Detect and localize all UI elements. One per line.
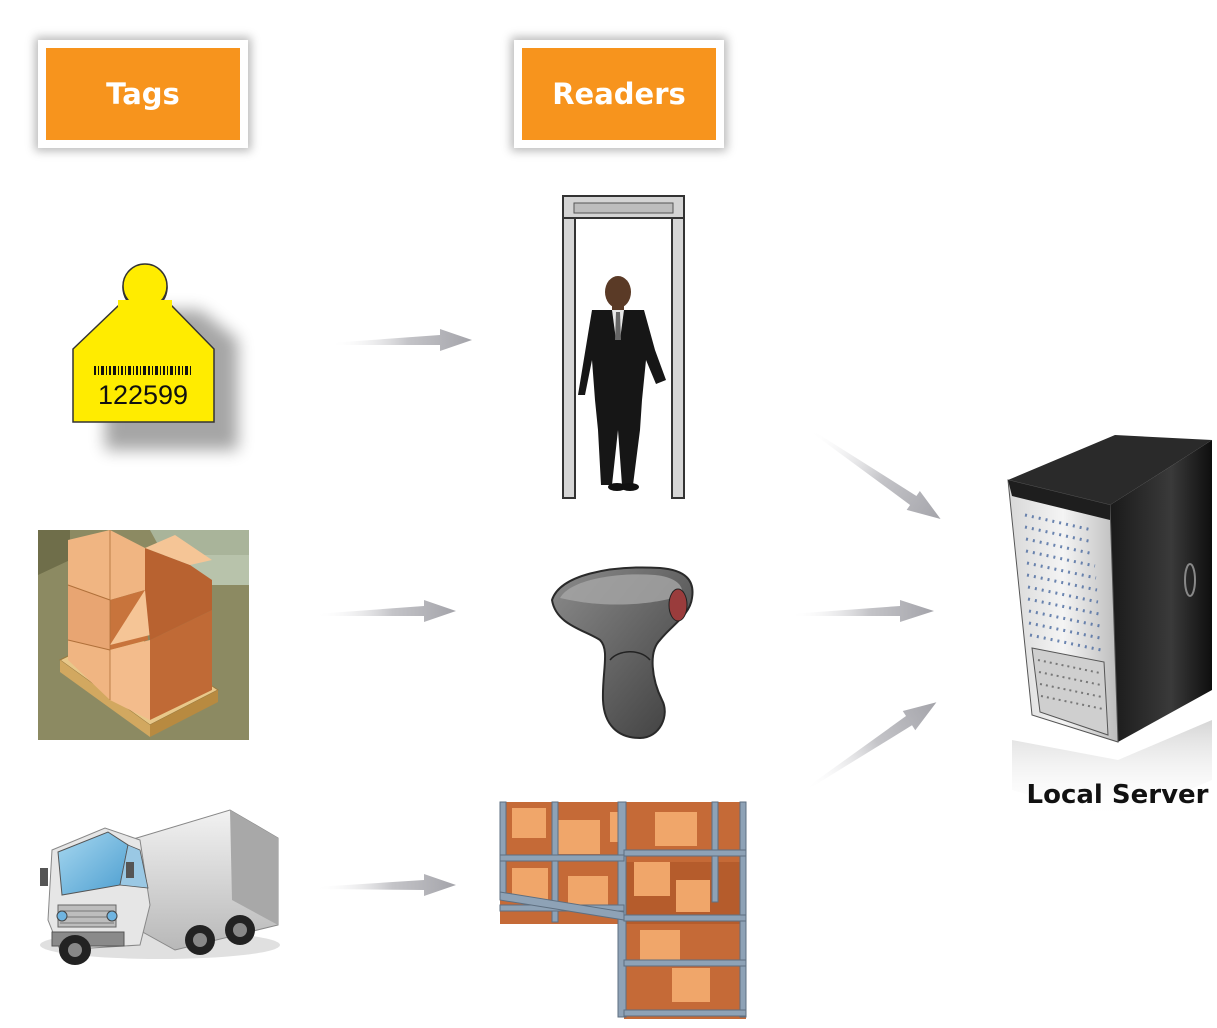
arrow-pallet-to-scanner bbox=[315, 600, 456, 622]
person-icon bbox=[578, 276, 666, 491]
pallet-boxes-icon bbox=[38, 530, 249, 740]
tags-header: Tags bbox=[38, 40, 248, 148]
walkthrough-gate-reader-icon bbox=[562, 195, 685, 499]
delivery-truck-icon bbox=[40, 809, 280, 965]
warehouse-shelves-icon bbox=[499, 801, 747, 1019]
arrow-gate-to-server bbox=[809, 429, 941, 519]
ear-tag-icon: 122599 bbox=[72, 263, 238, 450]
arrow-shelves-to-server bbox=[804, 702, 937, 791]
arrow-tag-to-gate bbox=[330, 329, 472, 351]
tag-number: 122599 bbox=[98, 380, 188, 410]
arrow-truck-to-shelves bbox=[315, 874, 456, 896]
readers-header-label: Readers bbox=[522, 48, 716, 140]
readers-header: Readers bbox=[514, 40, 724, 148]
barcode-icon bbox=[94, 366, 191, 375]
server-vent bbox=[1024, 513, 1102, 652]
server-label: Local Server bbox=[1026, 780, 1209, 810]
server-tower-icon bbox=[1007, 435, 1212, 820]
arrow-scanner-to-server bbox=[790, 600, 934, 622]
tags-header-label: Tags bbox=[46, 48, 240, 140]
handheld-scanner-icon bbox=[550, 566, 694, 740]
